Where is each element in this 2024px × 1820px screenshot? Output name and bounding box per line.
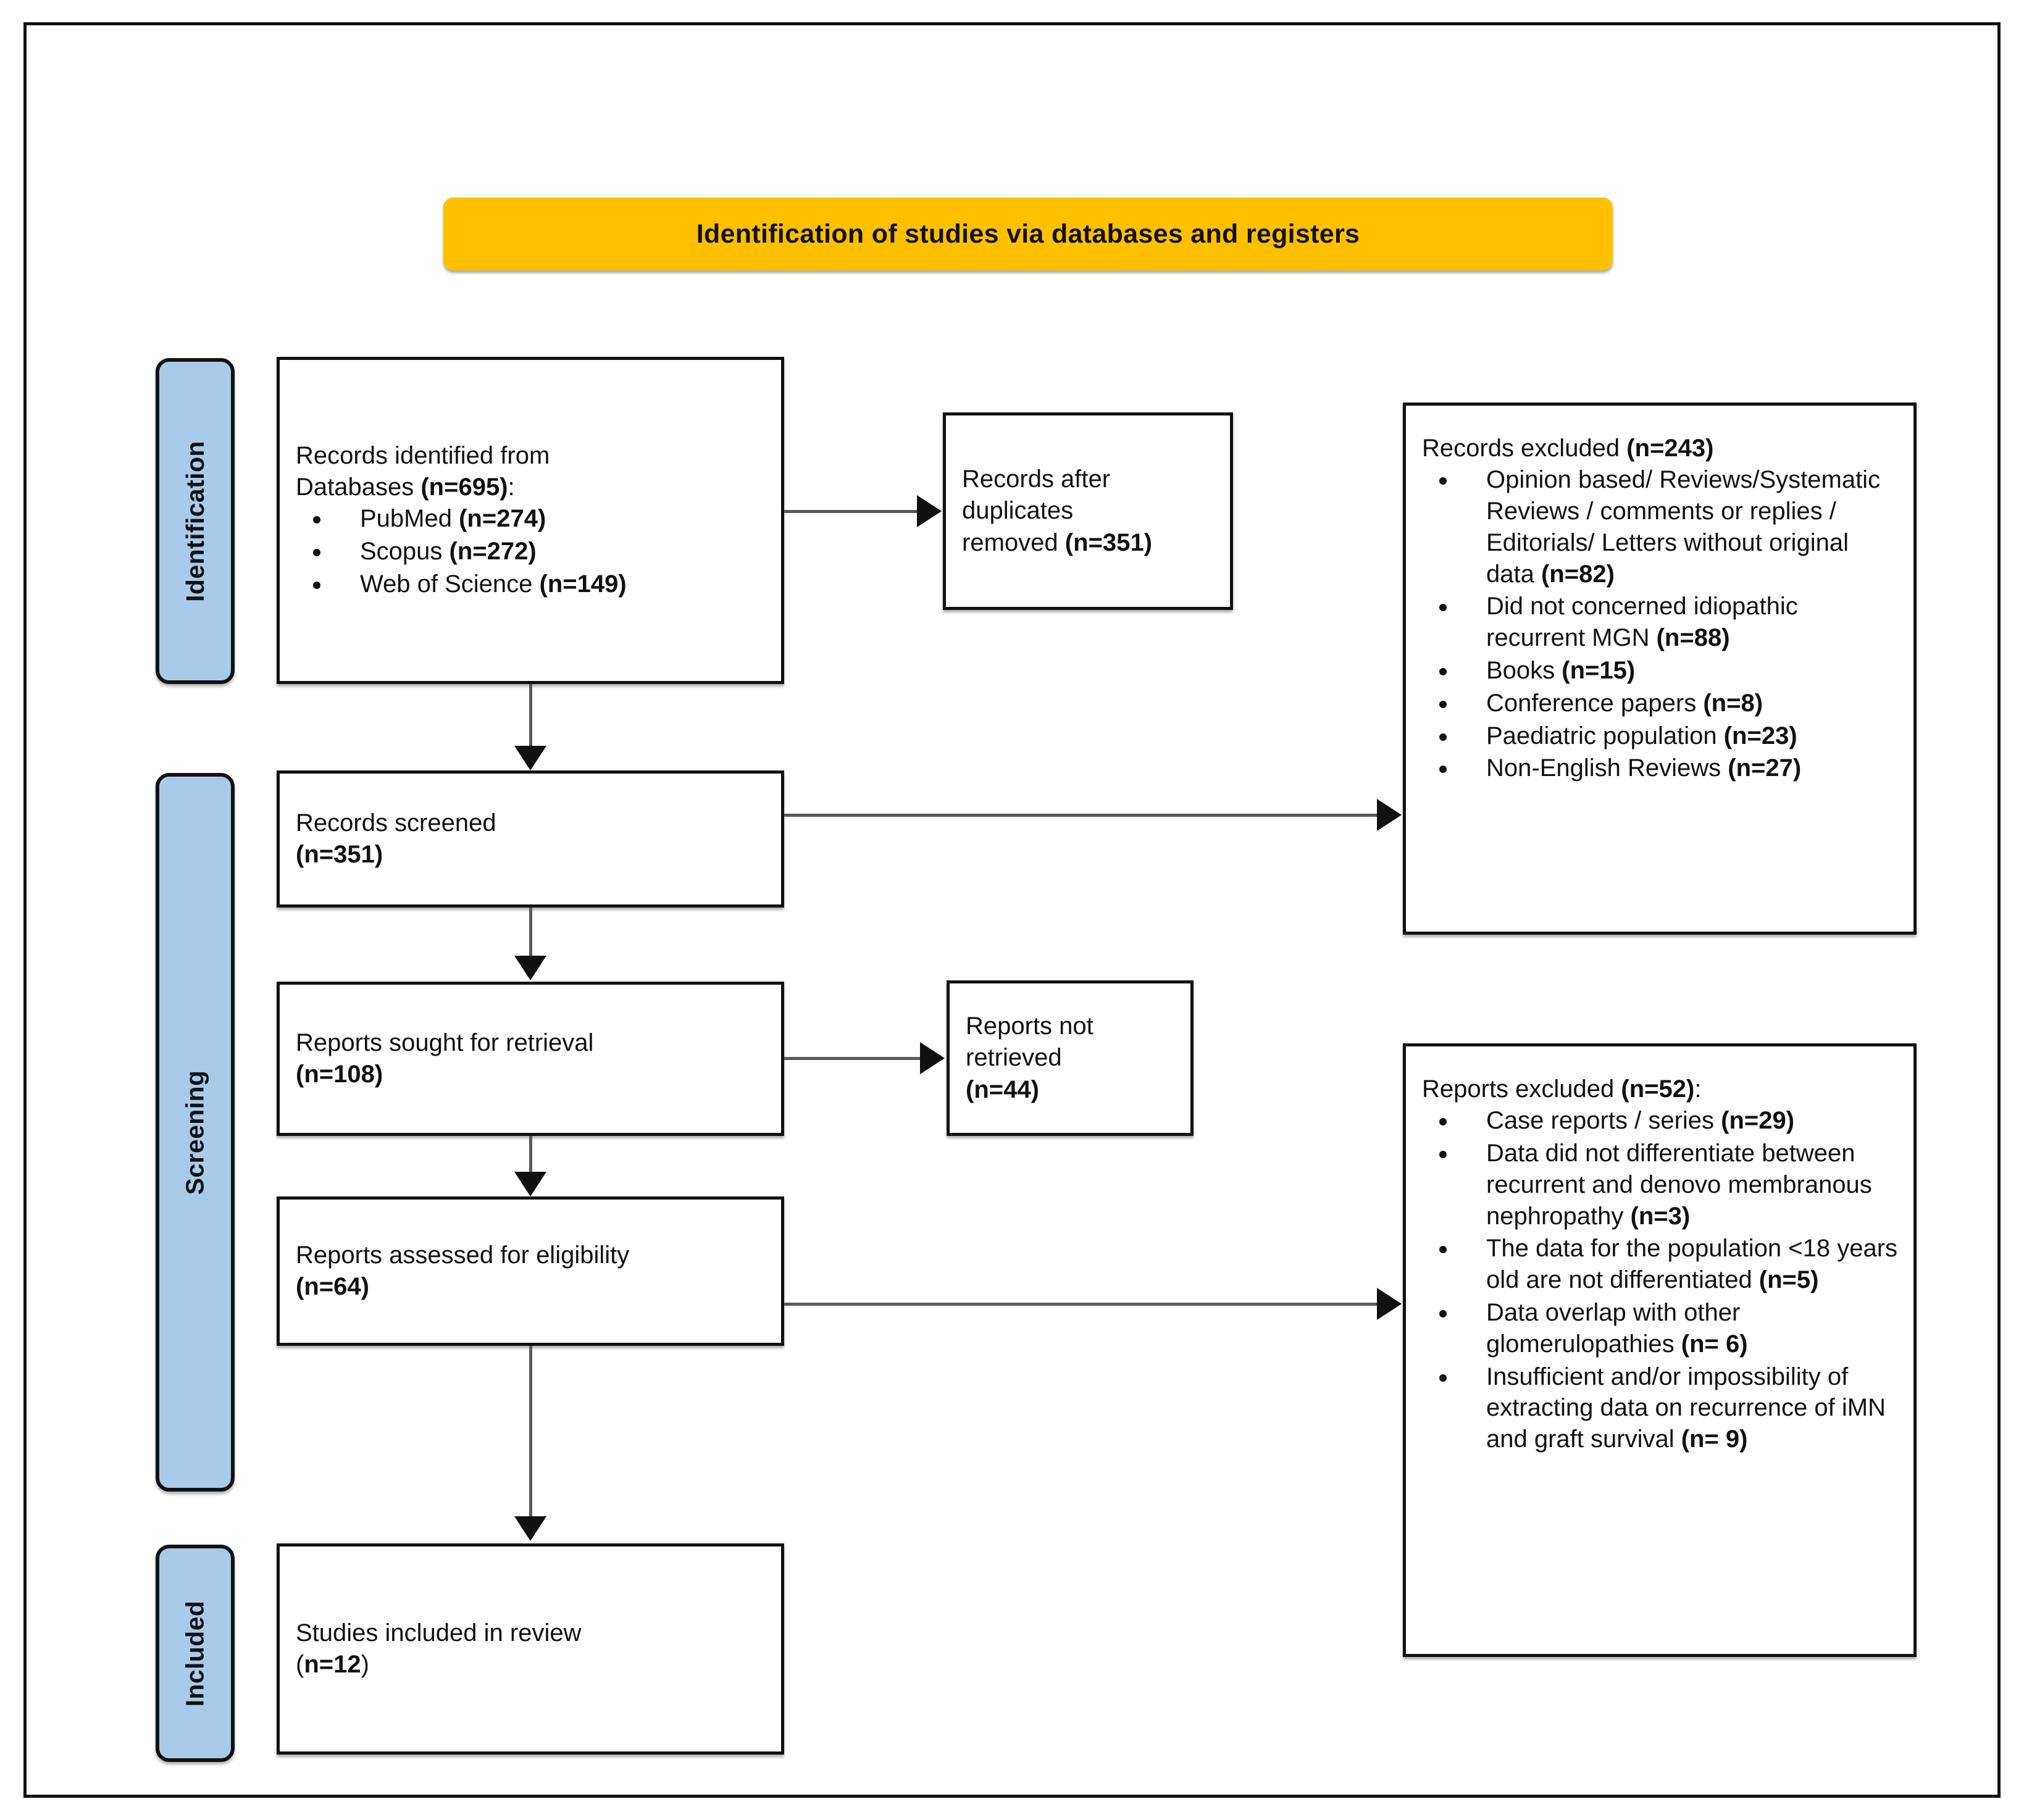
records-excluded-label: Records excluded bbox=[1422, 435, 1627, 462]
excl-count-mgn: (n=88) bbox=[1656, 624, 1730, 652]
stage-bar-identification: Identification bbox=[156, 358, 235, 684]
excl-reason-conference: Conference papers bbox=[1486, 689, 1704, 717]
records-screened-line1: Records screened bbox=[296, 809, 496, 837]
records-screened-count: (n=351) bbox=[296, 839, 765, 870]
wos-label: Web of Science bbox=[360, 570, 540, 598]
included-n: n=12 bbox=[304, 1651, 361, 1678]
stage-label-identification: Identification bbox=[180, 440, 209, 602]
studies-included-line1: Studies included in review bbox=[296, 1619, 582, 1647]
records-identified-box: Records identified from Databases (n=695… bbox=[277, 357, 784, 684]
rexcl-reason-denovo: Data did not differentiate between recur… bbox=[1486, 1139, 1872, 1230]
pubmed-label: PubMed bbox=[360, 504, 459, 532]
reports-sought-count: (n=108) bbox=[296, 1059, 765, 1090]
studies-included-count: (n=12) bbox=[296, 1649, 765, 1680]
reports-excluded-count: (n=52) bbox=[1621, 1075, 1695, 1103]
databases-colon: : bbox=[508, 473, 515, 501]
pubmed-count: (n=274) bbox=[459, 504, 546, 532]
list-item: Conference papers (n=8) bbox=[1422, 688, 1897, 719]
excl-reason-books: Books bbox=[1486, 656, 1562, 684]
duplicates-line1: Records after bbox=[962, 465, 1111, 493]
not-retrieved-count: (n=44) bbox=[966, 1074, 1174, 1106]
rexcl-count-insufficient: (n= 9) bbox=[1681, 1426, 1748, 1453]
databases-label: Databases bbox=[296, 473, 421, 501]
rexcl-reason-insufficient: Insufficient and/or impossibility of ext… bbox=[1486, 1363, 1886, 1453]
records-excluded-heading: Records excluded (n=243) bbox=[1422, 433, 1897, 464]
scopus-label: Scopus bbox=[360, 537, 450, 565]
assessed-count: (n=64) bbox=[296, 1273, 369, 1300]
rexcl-reason-case: Case reports / series bbox=[1486, 1107, 1721, 1135]
list-item: PubMed (n=274) bbox=[296, 503, 765, 535]
list-item: Non-English Reviews (n=27) bbox=[1422, 753, 1897, 784]
records-excluded-box: Records excluded (n=243) Opinion based/ … bbox=[1403, 403, 1917, 935]
databases-list: PubMed (n=274) Scopus (n=272) Web of Sci… bbox=[296, 503, 765, 601]
reports-excluded-label: Reports excluded bbox=[1422, 1075, 1621, 1103]
stage-label-included: Included bbox=[180, 1600, 209, 1706]
reports-excluded-colon: : bbox=[1694, 1075, 1702, 1103]
reports-sought-line1: Reports sought for retrieval bbox=[296, 1029, 594, 1056]
reports-assessed-count: (n=64) bbox=[296, 1271, 765, 1303]
identification-banner: Identification of studies via databases … bbox=[443, 198, 1613, 270]
excl-reason-paediatric: Paediatric population bbox=[1486, 722, 1724, 749]
reports-assessed-line1: Reports assessed for eligibility bbox=[296, 1241, 630, 1269]
rexcl-reason-under18: The data for the population <18 years ol… bbox=[1486, 1235, 1898, 1294]
records-identified-line2: Databases (n=695): bbox=[296, 472, 765, 503]
excl-count-nonenglish: (n=27) bbox=[1728, 754, 1802, 782]
records-screened-box: Records screened (n=351) bbox=[277, 770, 784, 908]
rexcl-count-denovo: (n=3) bbox=[1630, 1202, 1691, 1230]
reports-not-retrieved-box: Reports not retrieved (n=44) bbox=[947, 980, 1194, 1136]
not-retrieved-line2: retrieved bbox=[966, 1044, 1062, 1072]
list-item: Opinion based/ Reviews/Systematic Review… bbox=[1422, 464, 1897, 590]
duplicates-line3: removed (n=351) bbox=[962, 527, 1214, 559]
list-item: Insufficient and/or impossibility of ext… bbox=[1422, 1361, 1897, 1455]
duplicates-removed-label: removed bbox=[962, 528, 1065, 556]
wos-count: (n=149) bbox=[539, 570, 627, 598]
databases-count: (n=695) bbox=[420, 473, 508, 501]
list-item: Web of Science (n=149) bbox=[296, 569, 765, 600]
scopus-count: (n=272) bbox=[449, 537, 537, 565]
excl-count-paediatric: (n=23) bbox=[1723, 722, 1797, 749]
records-after-duplicates-box: Records after duplicates removed (n=351) bbox=[943, 412, 1233, 610]
list-item: Paediatric population (n=23) bbox=[1422, 720, 1897, 752]
excl-count-books: (n=15) bbox=[1562, 656, 1636, 684]
excl-count-opinion: (n=82) bbox=[1541, 560, 1615, 588]
list-item: Did not concerned idiopathic recurrent M… bbox=[1422, 591, 1897, 654]
rexcl-count-overlap: (n= 6) bbox=[1681, 1330, 1748, 1358]
included-paren-close: ) bbox=[361, 1651, 369, 1678]
reports-sought-box: Reports sought for retrieval (n=108) bbox=[277, 982, 784, 1136]
stage-bar-screening: Screening bbox=[156, 773, 235, 1492]
screened-count: (n=351) bbox=[296, 841, 383, 868]
figure-border bbox=[23, 22, 2001, 1798]
excl-count-conference: (n=8) bbox=[1703, 689, 1763, 717]
list-item: Data did not differentiate between recur… bbox=[1422, 1138, 1897, 1232]
list-item: Scopus (n=272) bbox=[296, 536, 765, 567]
excl-reason-nonenglish: Non-English Reviews bbox=[1486, 754, 1728, 782]
studies-included-box: Studies included in review (n=12) bbox=[277, 1543, 784, 1755]
reports-excluded-heading: Reports excluded (n=52): bbox=[1422, 1074, 1897, 1105]
not-retrieved-line1: Reports not bbox=[966, 1012, 1094, 1040]
list-item: Books (n=15) bbox=[1422, 655, 1897, 687]
sought-count: (n=108) bbox=[296, 1061, 383, 1088]
list-item: Case reports / series (n=29) bbox=[1422, 1105, 1897, 1137]
records-identified-line1: Records identified from bbox=[296, 441, 550, 469]
excl-reason-opinion: Opinion based/ Reviews/Systematic Review… bbox=[1486, 466, 1881, 588]
stage-label-screening: Screening bbox=[180, 1070, 209, 1195]
reports-assessed-box: Reports assessed for eligibility (n=64) bbox=[277, 1196, 784, 1346]
list-item: The data for the population <18 years ol… bbox=[1422, 1233, 1897, 1296]
rexcl-count-case: (n=29) bbox=[1721, 1107, 1795, 1135]
reports-excluded-list: Case reports / series (n=29) Data did no… bbox=[1422, 1105, 1897, 1456]
not-retrieved-n: (n=44) bbox=[966, 1075, 1039, 1103]
records-excluded-list: Opinion based/ Reviews/Systematic Review… bbox=[1422, 464, 1897, 785]
records-excluded-count: (n=243) bbox=[1626, 435, 1714, 462]
stage-bar-included: Included bbox=[156, 1545, 235, 1762]
duplicates-line2: duplicates bbox=[962, 497, 1074, 525]
reports-excluded-box: Reports excluded (n=52): Case reports / … bbox=[1403, 1043, 1917, 1657]
included-paren-open: ( bbox=[296, 1651, 304, 1678]
duplicates-count: (n=351) bbox=[1064, 528, 1152, 556]
excl-reason-mgn: Did not concerned idiopathic recurrent M… bbox=[1486, 593, 1798, 652]
rexcl-count-under18: (n=5) bbox=[1758, 1266, 1819, 1294]
list-item: Data overlap with other glomerulopathies… bbox=[1422, 1297, 1897, 1360]
banner-title: Identification of studies via databases … bbox=[696, 219, 1360, 249]
rexcl-reason-overlap: Data overlap with other glomerulopathies bbox=[1486, 1298, 1741, 1358]
